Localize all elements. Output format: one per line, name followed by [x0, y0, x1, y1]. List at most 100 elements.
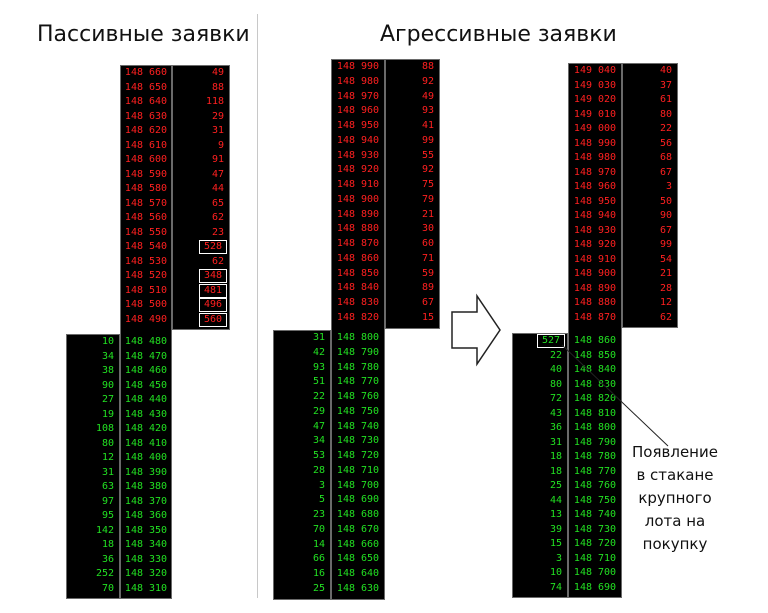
bid-price: 148 310	[124, 582, 168, 594]
annotation-line: крупного	[638, 489, 712, 507]
bid-volume: 31	[549, 436, 562, 448]
bid-volume-column	[273, 330, 331, 600]
passive-orders-title: Пассивные заявки	[37, 22, 250, 47]
ask-volume-column	[385, 59, 440, 329]
ask-volume-column	[622, 63, 678, 328]
ask-volume: 89	[421, 282, 434, 294]
bid-price: 148 330	[124, 553, 168, 565]
ask-volume: 15	[421, 311, 434, 323]
bid-price: 148 780	[336, 361, 380, 373]
ask-volume: 68	[659, 152, 672, 163]
bid-price: 148 390	[124, 466, 168, 478]
ask-price: 148 920	[336, 164, 380, 176]
bid-price: 148 350	[124, 524, 168, 536]
bid-price: 148 790	[336, 346, 380, 358]
bid-volume: 18	[101, 539, 114, 550]
bid-price: 148 710	[336, 464, 380, 476]
bid-volume: 31	[101, 466, 114, 478]
bid-volume: 66	[312, 553, 325, 565]
bid-volume: 22	[549, 349, 562, 361]
bid-volume: 38	[101, 365, 114, 376]
ask-volume: 560	[203, 313, 223, 325]
bid-volume: 14	[312, 538, 325, 550]
bid-volume: 25	[312, 582, 325, 594]
ask-volume: 12	[659, 297, 672, 308]
bid-volume: 19	[101, 408, 114, 420]
bid-price: 148 400	[124, 452, 168, 463]
bid-price: 148 750	[573, 494, 617, 506]
bid-volume: 108	[95, 423, 114, 434]
ask-price: 148 660	[124, 67, 168, 78]
ask-volume: 80	[659, 108, 672, 120]
bid-volume: 34	[101, 350, 114, 362]
ask-volume: 44	[211, 183, 224, 194]
bid-price: 148 690	[573, 581, 617, 593]
ask-price: 148 500	[124, 299, 168, 310]
ask-price: 148 940	[573, 210, 617, 221]
ask-volume: 348	[203, 270, 223, 281]
ask-volume: 41	[421, 120, 434, 131]
annotation-line: лота на	[644, 512, 706, 530]
bid-volume: 44	[549, 494, 562, 506]
large-order-highlight	[199, 269, 227, 283]
bid-price: 148 790	[573, 436, 617, 448]
bid-price: 148 810	[573, 407, 617, 419]
ask-volume: 59	[421, 267, 434, 279]
bid-volume: 23	[312, 509, 325, 520]
bid-volume: 53	[312, 450, 325, 461]
ask-volume: 62	[211, 212, 224, 223]
ask-price: 149 030	[573, 79, 617, 91]
bid-volume: 39	[549, 523, 562, 535]
bid-volume: 5	[318, 494, 325, 506]
ask-volume: 23	[211, 226, 224, 238]
bid-volume: 15	[549, 538, 562, 549]
ask-price: 148 580	[124, 183, 168, 194]
ask-volume: 30	[421, 223, 434, 235]
bid-price: 148 380	[124, 481, 168, 492]
ask-price: 148 510	[124, 284, 168, 296]
bid-volume: 40	[549, 364, 562, 375]
bid-price: 148 830	[573, 378, 617, 390]
ask-volume: 62	[659, 311, 672, 323]
ask-price: 148 960	[336, 105, 380, 117]
annotation-note: Появление в стакане крупного лота на пок…	[620, 441, 730, 556]
ask-price: 148 890	[573, 282, 617, 294]
bid-price: 148 450	[124, 379, 168, 391]
bid-price: 148 430	[124, 408, 168, 420]
ask-volume: 29	[211, 110, 224, 122]
bid-volume: 22	[312, 391, 325, 402]
large-order-highlight	[199, 283, 227, 298]
bid-price: 148 770	[573, 465, 617, 477]
bid-volume: 80	[101, 437, 114, 449]
bid-price: 148 370	[124, 495, 168, 507]
bid-price: 148 800	[573, 422, 617, 433]
bid-volume: 63	[101, 481, 114, 492]
ask-volume: 31	[211, 125, 224, 136]
bid-price: 148 320	[124, 568, 168, 579]
ask-volume: 92	[421, 164, 434, 176]
ask-volume: 528	[203, 241, 223, 252]
bid-volume: 3	[318, 479, 325, 491]
ask-volume: 50	[659, 195, 672, 207]
bid-price: 148 750	[336, 405, 380, 417]
ask-price: 148 560	[124, 212, 168, 223]
bid-volume: 36	[101, 553, 114, 565]
price-column	[568, 63, 622, 598]
ask-volume: 65	[211, 197, 224, 209]
ask-volume: 61	[659, 94, 672, 105]
bid-volume: 28	[312, 464, 325, 476]
ask-price: 148 520	[124, 270, 168, 281]
bid-price: 148 760	[336, 391, 380, 402]
ask-price: 148 850	[336, 267, 380, 279]
ask-price: 148 860	[336, 252, 380, 264]
large-order-highlight	[199, 298, 227, 312]
ask-volume: 40	[659, 65, 672, 76]
bid-volume: 80	[549, 378, 562, 390]
ask-volume: 37	[659, 79, 672, 91]
bid-price: 148 760	[573, 480, 617, 491]
bid-volume: 34	[312, 435, 325, 447]
ask-price: 148 650	[124, 81, 168, 93]
ask-price: 148 630	[124, 110, 168, 122]
bid-volume: 97	[101, 495, 114, 507]
bid-price: 148 700	[573, 567, 617, 578]
